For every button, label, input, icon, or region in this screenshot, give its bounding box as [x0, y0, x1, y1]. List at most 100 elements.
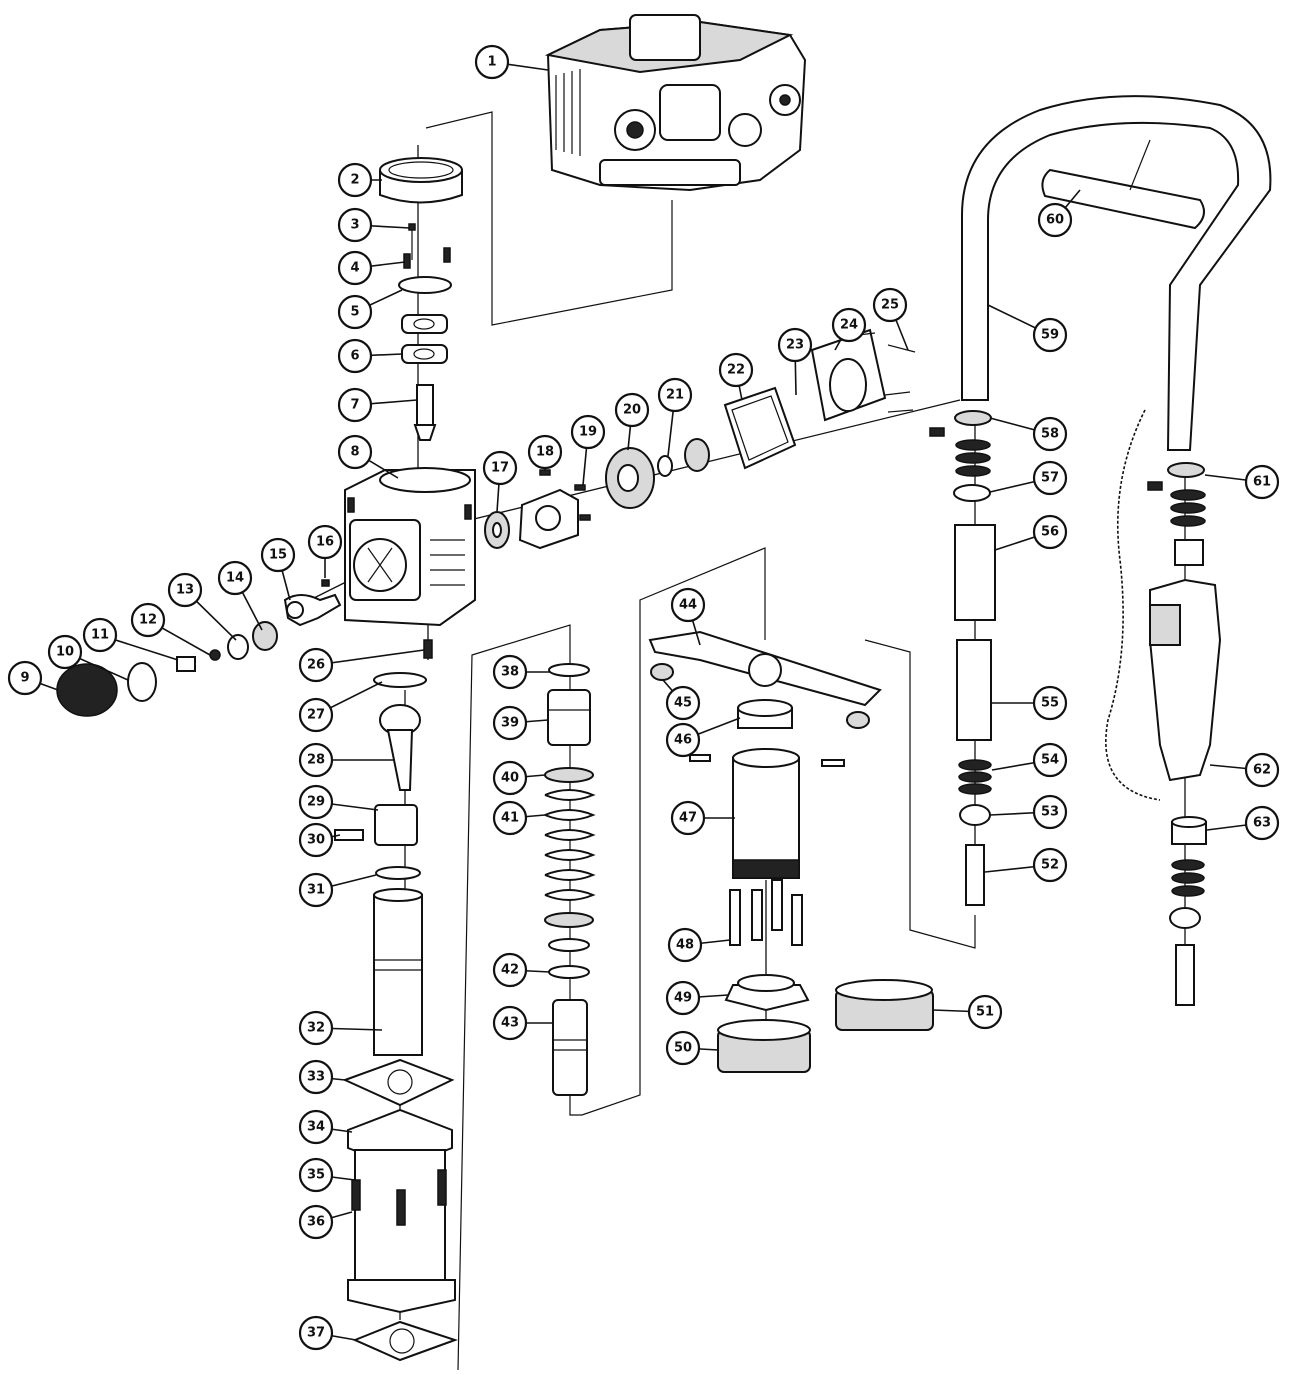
leader-lines: [24, 61, 1263, 1341]
callout-46: 46: [665, 722, 701, 758]
callout-number-29: 29: [307, 795, 325, 810]
callout-number-14: 14: [226, 571, 244, 586]
callout-circle-63: [1244, 805, 1280, 841]
callout-labels: 1234567891011121314151617181920212223242…: [7, 44, 1280, 1351]
callout-number-6: 6: [350, 349, 359, 364]
callout-31: 31: [298, 872, 334, 908]
callout-number-45: 45: [674, 696, 692, 711]
callout-43: 43: [492, 1005, 528, 1041]
gearbox-housing-part-8: [344, 467, 476, 627]
callout-44: 44: [670, 587, 706, 623]
callout-circle-6: [337, 338, 373, 374]
callout-18: 18: [527, 434, 563, 470]
callout-circle-26: [298, 647, 334, 683]
callout-26: 26: [298, 647, 334, 683]
callout-circle-7: [337, 387, 373, 423]
callout-22: 22: [718, 352, 754, 388]
callout-40: 40: [492, 760, 528, 796]
callout-6: 6: [337, 338, 373, 374]
callout-number-11: 11: [91, 628, 109, 643]
callout-circle-45: [665, 685, 701, 721]
callout-28: 28: [298, 742, 334, 778]
callout-number-62: 62: [1253, 763, 1271, 778]
callout-63: 63: [1244, 805, 1280, 841]
callout-circle-57: [1032, 460, 1068, 496]
callout-circle-4: [337, 250, 373, 286]
callout-circle-27: [298, 697, 334, 733]
callout-circle-22: [718, 352, 754, 388]
callout-62: 62: [1244, 752, 1280, 788]
callout-circle-23: [777, 327, 813, 363]
callout-number-44: 44: [679, 598, 697, 613]
callout-circle-16: [307, 524, 343, 560]
callout-circle-60: [1037, 202, 1073, 238]
callout-3: 3: [337, 207, 373, 243]
callout-circle-51: [967, 994, 1003, 1030]
callout-number-47: 47: [679, 811, 697, 826]
callout-34: 34: [298, 1109, 334, 1145]
callout-50: 50: [665, 1030, 701, 1066]
leader-line-26: [315, 649, 425, 666]
callout-circle-1: [474, 44, 510, 80]
callout-number-22: 22: [727, 363, 745, 378]
callout-circle-17: [482, 450, 518, 486]
callout-number-41: 41: [501, 811, 519, 826]
callout-number-51: 51: [976, 1005, 994, 1020]
callout-circle-25: [872, 287, 908, 323]
callout-35: 35: [298, 1157, 334, 1193]
callout-number-23: 23: [786, 338, 804, 353]
callout-circle-13: [167, 572, 203, 608]
callout-circle-2: [337, 162, 373, 198]
callout-circle-21: [657, 377, 693, 413]
callout-number-33: 33: [307, 1070, 325, 1085]
callout-circle-54: [1032, 742, 1068, 778]
callout-number-37: 37: [307, 1326, 325, 1341]
callout-number-2: 2: [350, 173, 359, 188]
callout-circle-28: [298, 742, 334, 778]
callout-number-27: 27: [307, 708, 325, 723]
callout-53: 53: [1032, 794, 1068, 830]
callout-number-31: 31: [307, 883, 325, 898]
callout-number-57: 57: [1041, 471, 1059, 486]
callout-55: 55: [1032, 685, 1068, 721]
callout-number-24: 24: [840, 318, 858, 333]
callout-circle-15: [260, 537, 296, 573]
callout-12: 12: [130, 602, 166, 638]
callout-number-50: 50: [674, 1041, 692, 1056]
callout-circle-35: [298, 1157, 334, 1193]
callout-number-5: 5: [350, 305, 359, 320]
callout-circle-42: [492, 952, 528, 988]
callout-circle-29: [298, 784, 334, 820]
callout-10: 10: [47, 634, 83, 670]
callout-circle-34: [298, 1109, 334, 1145]
callout-number-16: 16: [316, 535, 334, 550]
callout-9: 9: [7, 660, 43, 696]
callout-circle-39: [492, 705, 528, 741]
callout-number-20: 20: [623, 403, 641, 418]
callout-circle-10: [47, 634, 83, 670]
callout-circle-19: [570, 414, 606, 450]
callout-5: 5: [337, 294, 373, 330]
callout-4: 4: [337, 250, 373, 286]
callout-8: 8: [337, 434, 373, 470]
callout-number-39: 39: [501, 716, 519, 731]
callout-number-28: 28: [307, 753, 325, 768]
handle-bar-parts: [961, 95, 1272, 451]
callout-number-43: 43: [501, 1016, 519, 1031]
callout-number-49: 49: [674, 991, 692, 1006]
callout-60: 60: [1037, 202, 1073, 238]
callout-circle-36: [298, 1204, 334, 1240]
callout-number-13: 13: [176, 583, 194, 598]
callout-15: 15: [260, 537, 296, 573]
callout-number-54: 54: [1041, 753, 1059, 768]
callout-23: 23: [777, 327, 813, 363]
callout-circle-31: [298, 872, 334, 908]
callout-circle-62: [1244, 752, 1280, 788]
callout-number-63: 63: [1253, 816, 1271, 831]
callout-30: 30: [298, 822, 334, 858]
callout-number-3: 3: [350, 218, 359, 233]
callout-11: 11: [82, 617, 118, 653]
callout-17: 17: [482, 450, 518, 486]
callout-circle-49: [665, 980, 701, 1016]
